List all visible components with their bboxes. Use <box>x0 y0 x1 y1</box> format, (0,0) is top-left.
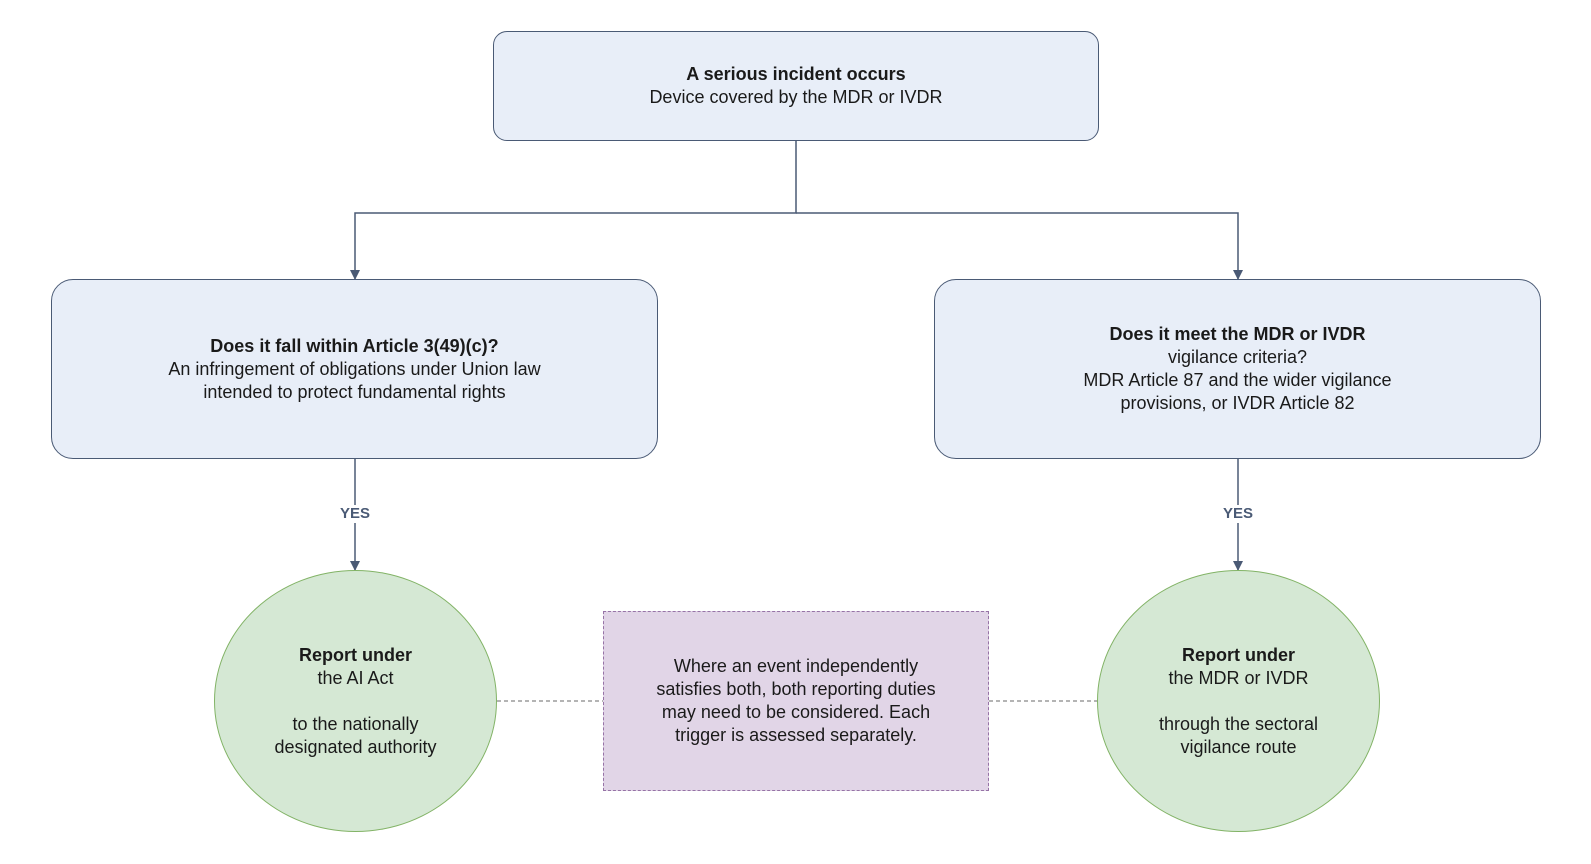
report-ai-line2: to the nationally <box>292 713 419 734</box>
vigilance-question-line3: provisions, or IVDR Article 82 <box>1120 393 1355 413</box>
incident-title: A serious incident occurs <box>686 64 906 84</box>
report-ai-line1: the AI Act <box>317 667 394 688</box>
yes-label-right: YES <box>1208 505 1268 523</box>
report-mdr-title: Report under <box>1181 644 1295 665</box>
note-both-duties: Where an event independently satisfies b… <box>603 611 989 791</box>
report-mdr-line3: vigilance route <box>1180 736 1297 757</box>
edge-incident-to-vigilance <box>796 212 1243 280</box>
vigilance-question-line1: vigilance criteria? <box>1167 347 1308 367</box>
article-question-node: Does it fall within Article 3(49)(c)? An… <box>51 279 658 459</box>
article-question-title: Does it fall within Article 3(49)(c)? <box>210 335 499 356</box>
report-ai-act-node: Report under the AI Act to the nationall… <box>214 570 497 832</box>
edge-incident-to-article <box>350 141 797 280</box>
yes-label-left: YES <box>325 505 385 523</box>
vigilance-question-title: Does it meet the MDR or IVDR <box>1109 324 1366 344</box>
incident-subtitle: Device covered by the MDR or IVDR <box>649 87 943 107</box>
note-text: Where an event independently satisfies b… <box>656 656 936 745</box>
report-ai-title: Report under <box>298 644 412 665</box>
report-ai-line3: designated authority <box>274 736 437 757</box>
report-mdr-line2: through the sectoral <box>1158 713 1319 734</box>
vigilance-question-node: Does it meet the MDR or IVDR vigilance c… <box>934 279 1541 459</box>
report-mdr-line1: the MDR or IVDR <box>1168 667 1309 688</box>
article-question-line2: intended to protect fundamental rights <box>203 381 506 402</box>
vigilance-question-line2: MDR Article 87 and the wider vigilance <box>1083 370 1392 390</box>
incident-node: A serious incident occurs Device covered… <box>493 31 1099 141</box>
report-mdr-ivdr-node: Report under the MDR or IVDR through the… <box>1097 570 1380 832</box>
article-question-line1: An infringement of obligations under Uni… <box>168 358 541 379</box>
